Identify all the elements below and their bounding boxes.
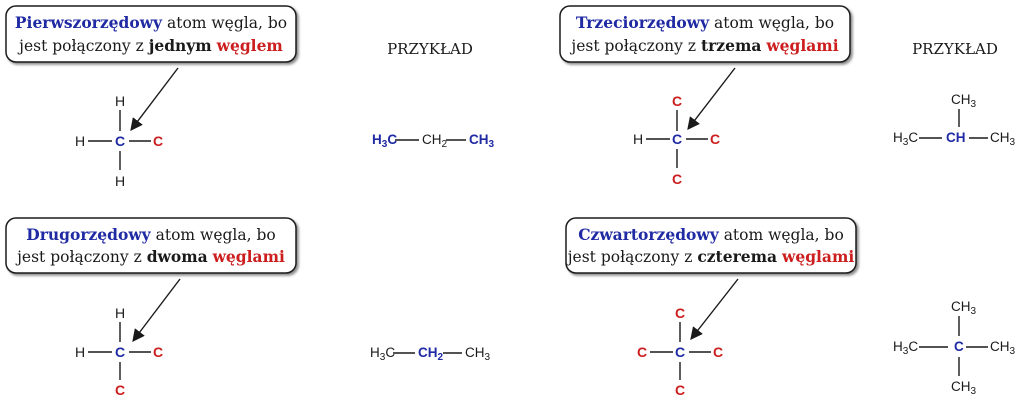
example-right-group: CH3 <box>990 339 1016 357</box>
panel-primary: Pierwszorzędowy atom węgla, bo jest połą… <box>5 5 297 189</box>
neighbor-carbon: C <box>672 171 682 187</box>
neighbor-carbon: C <box>637 344 647 360</box>
count-secondary: dwoma <box>147 247 208 266</box>
callout-line-1: Pierwszorzędowy atom węgla, bo <box>15 13 287 32</box>
example-quaternary: CH3 H3C C CH3 CH3 <box>893 299 1016 397</box>
panel-secondary: Drugorzędowy atom węgla, bo jest połączo… <box>5 217 297 398</box>
example-left-group: H3C <box>370 345 395 363</box>
central-carbon: C <box>675 344 685 360</box>
neighbor-carbon: C <box>675 305 685 321</box>
neighbor-carbon: C <box>710 131 720 147</box>
hydrogen-atom: H <box>115 93 125 109</box>
central-carbon: C <box>672 131 682 147</box>
neighbor-carbon: C <box>153 344 163 360</box>
example-tertiary: CH3 H3C CH CH3 <box>893 92 1016 148</box>
callout-box <box>5 217 297 274</box>
callout-secondary: Drugorzędowy atom węgla, bo jest połączo… <box>5 217 297 274</box>
structure-secondary: H H C C C <box>75 305 163 398</box>
atom-word: atom węgla, bo <box>156 226 276 244</box>
example-secondary: H3C CH2 CH3 <box>370 345 491 363</box>
example-left-group: H3C <box>372 132 397 150</box>
example-middle-group: C <box>954 339 964 354</box>
term-secondary: Drugorzędowy <box>26 225 151 244</box>
carbon-word-quaternary: węglami <box>781 247 854 266</box>
example-top-group: CH3 <box>951 92 977 110</box>
callout-quaternary: Czwartorzędowy atom węgla, bo jest połąc… <box>565 217 857 274</box>
example-right-group: CH3 <box>465 345 491 363</box>
neighbor-carbon: C <box>115 382 125 398</box>
example-middle-group: CH2 <box>418 345 444 363</box>
callout-line-2: jest połączony z trzema węglami <box>569 36 838 55</box>
central-carbon: C <box>115 133 125 149</box>
panel-quaternary: Czwartorzędowy atom węgla, bo jest połąc… <box>565 217 857 398</box>
hydrogen-atom: H <box>115 305 125 321</box>
callout-line-1: Trzeciorzędowy atom węgla, bo <box>576 13 834 32</box>
hydrogen-atom: H <box>75 133 85 149</box>
term-quaternary: Czwartorzędowy <box>578 225 720 244</box>
callout-line-2: jest połączony z dwoma węglami <box>15 247 285 266</box>
panel-tertiary: Trzeciorzędowy atom węgla, bo jest połąc… <box>559 5 851 187</box>
pointer-arrow <box>130 67 179 132</box>
example-middle-group: CH <box>946 130 966 145</box>
example-top-group: CH3 <box>951 299 977 317</box>
example-left-group: H3C <box>893 130 918 148</box>
structure-primary: H H C C H <box>75 93 163 189</box>
atom-word: atom węgla, bo <box>724 226 844 244</box>
callout-line-1: Czwartorzędowy atom węgla, bo <box>578 225 844 244</box>
pointer-arrow <box>687 67 736 130</box>
count-quaternary: czterema <box>697 247 777 266</box>
example-right-group: CH3 <box>990 130 1016 148</box>
count-primary: jednym <box>147 36 213 55</box>
pointer-arrow <box>132 278 181 343</box>
callout-primary: Pierwszorzędowy atom węgla, bo jest połą… <box>5 5 297 63</box>
hydrogen-atom: H <box>633 131 643 147</box>
callout-box <box>565 217 857 274</box>
example-primary: H3C CH2 CH3 <box>372 132 495 150</box>
neighbor-carbon: C <box>153 133 163 149</box>
callout-box <box>5 5 297 63</box>
callout-line-2: jest połączony z jednym węglem <box>17 36 283 55</box>
hydrogen-atom: H <box>115 173 125 189</box>
callout-tertiary: Trzeciorzędowy atom węgla, bo jest połąc… <box>559 5 851 63</box>
neighbor-carbon: C <box>713 344 723 360</box>
example-right-group: CH3 <box>469 132 495 150</box>
example-label: PRZYKŁAD <box>387 40 473 58</box>
structure-quaternary: C C C C C <box>637 305 723 398</box>
callout-box <box>559 5 851 63</box>
carbon-word-primary: węglem <box>216 36 284 55</box>
carbon-word-tertiary: węglami <box>765 36 838 55</box>
pointer-arrow <box>690 278 739 340</box>
carbon-word-secondary: węglami <box>212 247 285 266</box>
neighbor-carbon: C <box>675 382 685 398</box>
connected-text: jest połączony z <box>569 37 696 55</box>
atom-word: atom węgla, bo <box>714 14 834 32</box>
central-carbon: C <box>115 344 125 360</box>
term-tertiary: Trzeciorzędowy <box>576 13 710 32</box>
atom-word: atom węgla, bo <box>167 14 287 32</box>
connected-text: jest połączony z <box>17 37 144 55</box>
example-middle-group: CH2 <box>422 132 448 150</box>
hydrogen-atom: H <box>75 344 85 360</box>
connected-text: jest połączony z <box>566 248 693 266</box>
callout-line-1: Drugorzędowy atom węgla, bo <box>26 225 275 244</box>
neighbor-carbon: C <box>672 93 682 109</box>
example-label: PRZYKŁAD <box>912 40 998 58</box>
term-primary: Pierwszorzędowy <box>15 13 163 32</box>
connected-text: jest połączony z <box>15 248 142 266</box>
example-bottom-group: CH3 <box>951 379 977 397</box>
example-left-group: H3C <box>893 339 918 357</box>
count-tertiary: trzema <box>701 36 761 55</box>
structure-tertiary: C H C C C <box>633 93 720 187</box>
callout-line-2: jest połączony z czterema węglami <box>566 247 855 266</box>
